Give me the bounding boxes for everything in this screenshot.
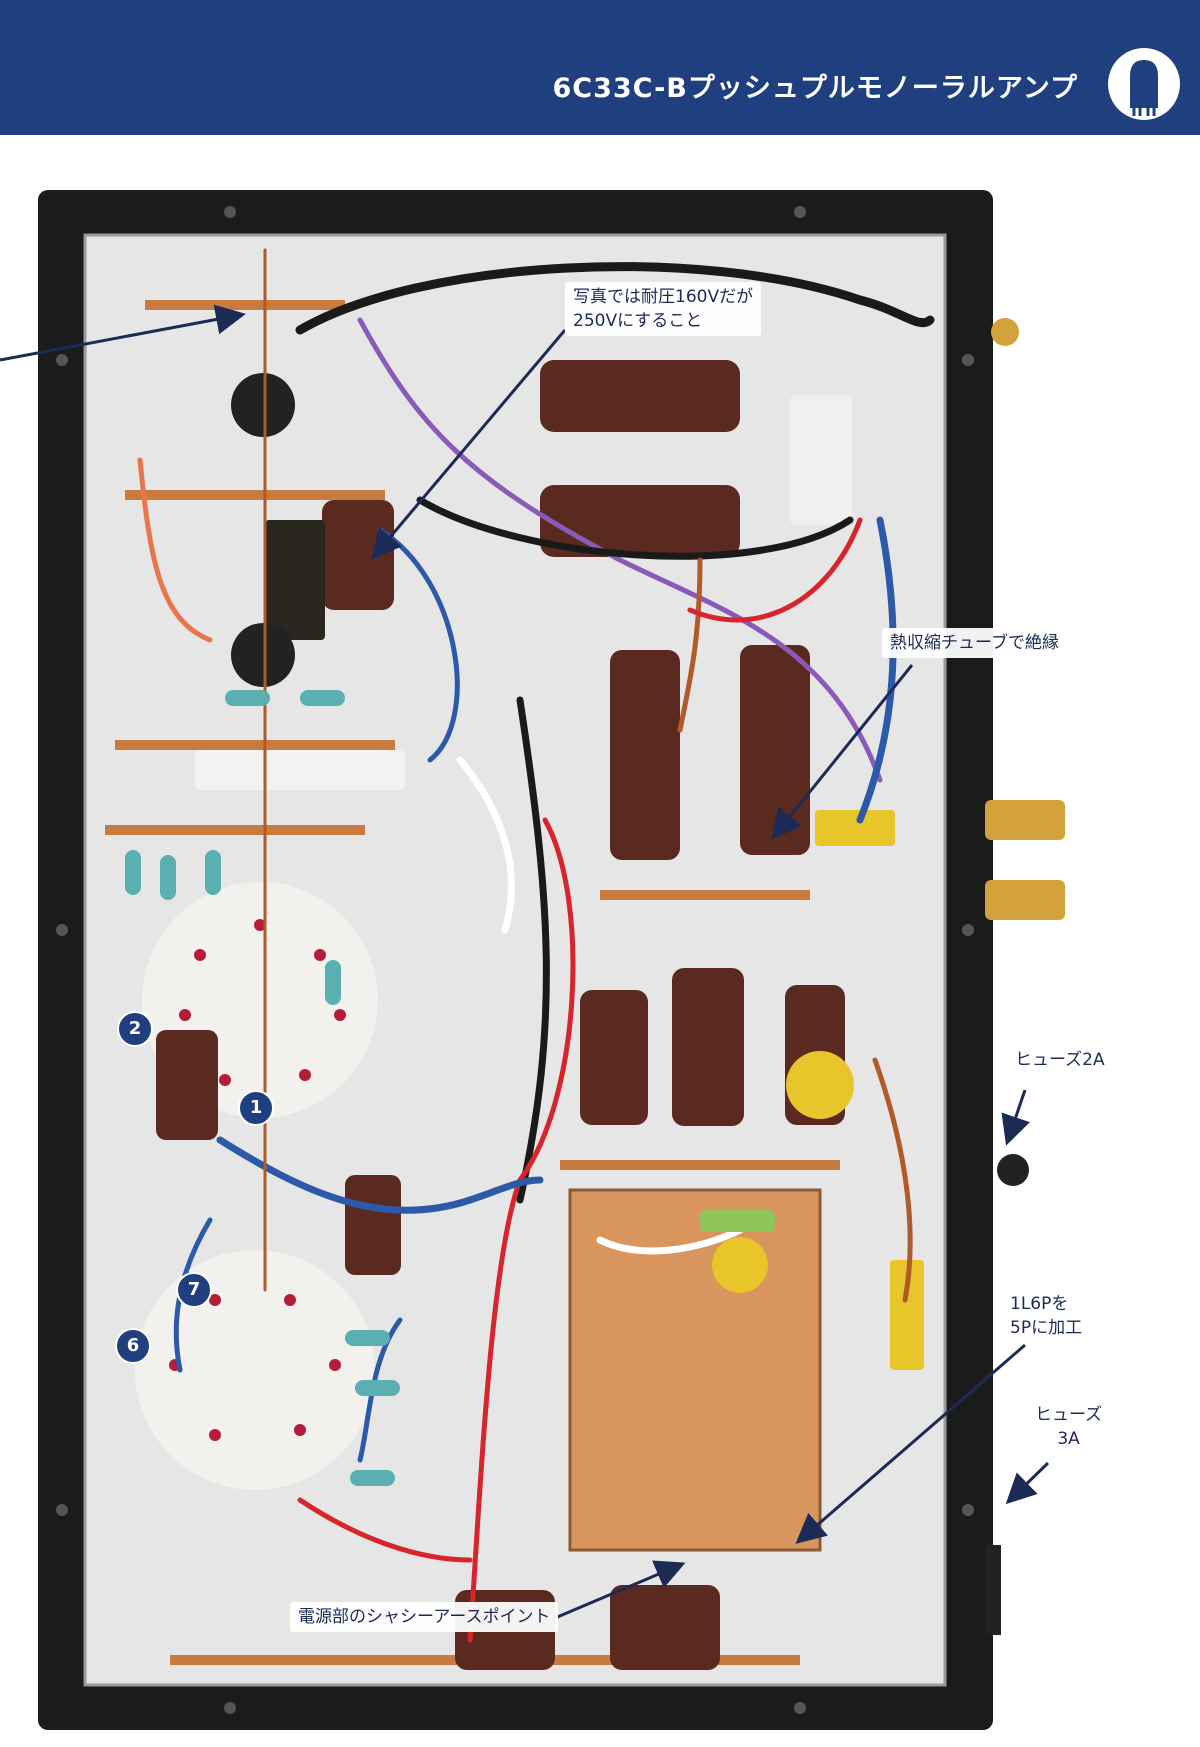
badge-7: 7 xyxy=(176,1272,212,1308)
badge-1: 1 xyxy=(238,1090,274,1126)
socket-mod-line1: 1L6Pを xyxy=(1010,1294,1069,1314)
heat-shrink-callout: 熱収縮チューブで絶縁 xyxy=(882,628,1067,658)
badge-2: 2 xyxy=(117,1011,153,1047)
voltage-note-callout: 写真では耐圧160Vだが 250Vにすること xyxy=(565,282,762,336)
fuse-3a-line2: 3A xyxy=(1057,1429,1080,1449)
page-title: 6C33C-Bプッシュプルモノーラルアンプ xyxy=(552,73,1078,104)
fuse-3a-line1: ヒューズ xyxy=(1035,1405,1103,1425)
amplifier-chassis-photo xyxy=(0,190,1065,1730)
socket-mod-line2: 5Pに加工 xyxy=(1010,1318,1083,1338)
socket-mod-label: 1L6Pを 5Pに加工 xyxy=(1010,1292,1082,1340)
voltage-note-line1: 写真では耐圧160Vだが xyxy=(573,287,754,307)
voltage-note-line2: 250Vにすること xyxy=(573,311,703,331)
page-header: 6C33C-Bプッシュプルモノーラルアンプ xyxy=(0,0,1200,135)
chassis-earth-callout: 電源部のシャシーアースポイント xyxy=(290,1602,559,1632)
vacuum-tube-icon xyxy=(1108,48,1180,120)
fuse-3a-label: ヒューズ 3A xyxy=(1035,1403,1102,1451)
badge-6: 6 xyxy=(115,1328,151,1364)
fuse-2a-label: ヒューズ2A xyxy=(1015,1050,1105,1070)
